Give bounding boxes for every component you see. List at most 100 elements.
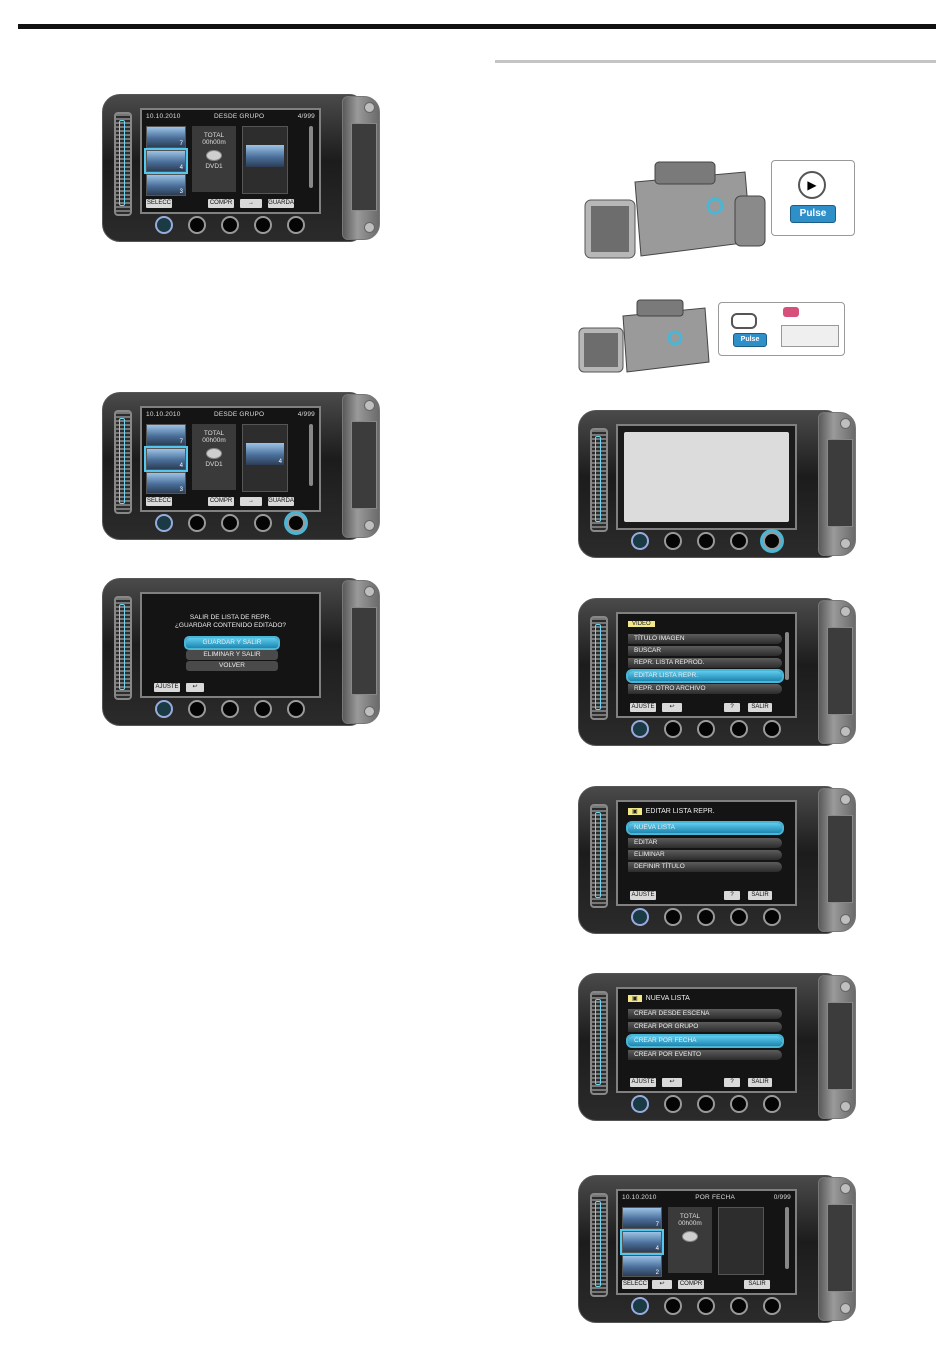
ok-button[interactable] [631, 1297, 649, 1315]
operation-button[interactable] [664, 1095, 682, 1113]
scroll-wheel[interactable] [590, 428, 608, 532]
softkey-ajuste[interactable]: AJUSTE [630, 1078, 656, 1087]
operation-button[interactable] [697, 1095, 715, 1113]
softkey-back[interactable]: ↩ [662, 1078, 682, 1087]
scroll-wheel[interactable] [114, 410, 132, 514]
thumbnail[interactable]: 2 [622, 1255, 662, 1277]
softkey-ajuste[interactable]: AJUSTE [630, 703, 656, 712]
scroll-wheel[interactable] [590, 1193, 608, 1297]
operation-button[interactable] [730, 1297, 748, 1315]
operation-button[interactable] [697, 908, 715, 926]
softkey-salir[interactable]: SALIR [748, 891, 772, 900]
softkey-salir[interactable]: SALIR [748, 703, 772, 712]
operation-button[interactable] [730, 532, 748, 550]
softkey-selecc[interactable]: SELECC [146, 497, 172, 506]
menu-item-nueva-lista[interactable]: NUEVA LISTA [626, 821, 784, 835]
operation-button[interactable] [254, 514, 272, 532]
softkey-guarda[interactable]: GUARDA [268, 199, 294, 208]
menu-button[interactable] [287, 700, 305, 718]
menu-title: NUEVA LISTA [645, 995, 690, 1002]
softkey-arrow[interactable]: → [240, 199, 262, 208]
softkey-back[interactable]: ↩ [662, 703, 682, 712]
ok-button[interactable] [631, 908, 649, 926]
menu-button[interactable] [287, 514, 305, 532]
softkey-compr[interactable]: COMPR [678, 1280, 704, 1289]
operation-button[interactable] [188, 216, 206, 234]
scroll-wheel[interactable] [590, 804, 608, 908]
back-option[interactable]: VOLVER [186, 661, 278, 671]
softkey-salir[interactable]: SALIR [748, 1078, 772, 1087]
ok-button[interactable] [631, 532, 649, 550]
softkey-ajuste[interactable]: AJUSTE [630, 891, 656, 900]
operation-button[interactable] [664, 908, 682, 926]
scroll-wheel[interactable] [114, 596, 132, 700]
menu-item-definir-titulo[interactable]: DEFINIR TÍTULO [628, 862, 782, 872]
operation-button[interactable] [188, 700, 206, 718]
scroll-wheel[interactable] [590, 991, 608, 1095]
operation-button[interactable] [697, 720, 715, 738]
menu-button[interactable] [763, 720, 781, 738]
menu-item-repr-lista[interactable]: REPR. LISTA REPROD. [628, 658, 782, 668]
save-and-exit-option[interactable]: GUARDAR Y SALIR [184, 636, 280, 650]
menu-item-desde-escena[interactable]: CREAR DESDE ESCENA [628, 1009, 782, 1019]
operation-button[interactable] [664, 1297, 682, 1315]
menu-item-otro-archivo[interactable]: REPR. OTRO ARCHIVO [628, 684, 782, 694]
softkey-back[interactable]: ↩ [186, 683, 204, 692]
menu-item-titulo[interactable]: TÍTULO IMAGEN [628, 634, 782, 644]
softkey-help[interactable]: ? [724, 703, 740, 712]
delete-and-exit-option[interactable]: ELIMINAR Y SALIR [186, 650, 278, 660]
menu-button[interactable] [763, 1297, 781, 1315]
scroll-wheel[interactable] [590, 616, 608, 720]
softkey-help[interactable]: ? [724, 891, 740, 900]
operation-button[interactable] [221, 216, 239, 234]
operation-button[interactable] [188, 514, 206, 532]
operation-button[interactable] [221, 700, 239, 718]
softkey-selecc[interactable]: SELECC [146, 199, 172, 208]
operation-button[interactable] [221, 514, 239, 532]
operation-button[interactable] [730, 1095, 748, 1113]
ok-button[interactable] [155, 216, 173, 234]
ok-button[interactable] [155, 700, 173, 718]
ok-button[interactable] [631, 1095, 649, 1113]
softkey-compr[interactable]: COMPR [208, 497, 234, 506]
softkey-help[interactable]: ? [724, 1078, 740, 1087]
thumbnail[interactable]: 4 [144, 446, 188, 472]
menu-item-por-evento[interactable]: CREAR POR EVENTO [628, 1050, 782, 1060]
menu-button[interactable] [763, 1095, 781, 1113]
softkey-arrow[interactable]: → [240, 497, 262, 506]
ok-button[interactable] [155, 514, 173, 532]
operation-button[interactable] [254, 216, 272, 234]
operation-button[interactable] [697, 532, 715, 550]
thumbnail[interactable]: 7 [146, 126, 186, 148]
thumbnail[interactable]: 4 [620, 1229, 664, 1255]
thumbnail[interactable]: 4 [144, 148, 188, 174]
menu-item-eliminar[interactable]: ELIMINAR [628, 850, 782, 860]
softkey-compr[interactable]: COMPR [208, 199, 234, 208]
menu-item-por-fecha[interactable]: CREAR POR FECHA [626, 1034, 784, 1048]
operation-button[interactable] [664, 720, 682, 738]
thumbnail[interactable]: 7 [146, 424, 186, 446]
operation-button[interactable] [664, 532, 682, 550]
softkey-ajuste[interactable]: AJUSTE [154, 683, 180, 692]
operation-button[interactable] [697, 1297, 715, 1315]
thumbnail[interactable]: 3 [146, 174, 186, 196]
softkey-selecc[interactable]: SELECC [622, 1280, 648, 1289]
thumbnail[interactable]: 7 [622, 1207, 662, 1229]
menu-item-editar-lista[interactable]: EDITAR LISTA REPR. [626, 669, 784, 683]
operation-button[interactable] [730, 720, 748, 738]
menu-item-editar[interactable]: EDITAR [628, 838, 782, 848]
softkey-back[interactable]: ↩ [652, 1280, 672, 1289]
menu-button[interactable] [287, 216, 305, 234]
menu-button[interactable] [763, 908, 781, 926]
menu-item-por-grupo[interactable]: CREAR POR GRUPO [628, 1022, 782, 1032]
scroll-wheel[interactable] [114, 112, 132, 216]
softkey-salir[interactable]: SALIR [744, 1280, 770, 1289]
softkey-guarda[interactable]: GUARDA [268, 497, 294, 506]
menu-item-buscar[interactable]: BUSCAR [628, 646, 782, 656]
video-tab[interactable]: VIDEO [628, 621, 655, 627]
operation-button[interactable] [254, 700, 272, 718]
thumbnail[interactable]: 3 [146, 472, 186, 494]
menu-button[interactable] [763, 532, 781, 550]
operation-button[interactable] [730, 908, 748, 926]
ok-button[interactable] [631, 720, 649, 738]
